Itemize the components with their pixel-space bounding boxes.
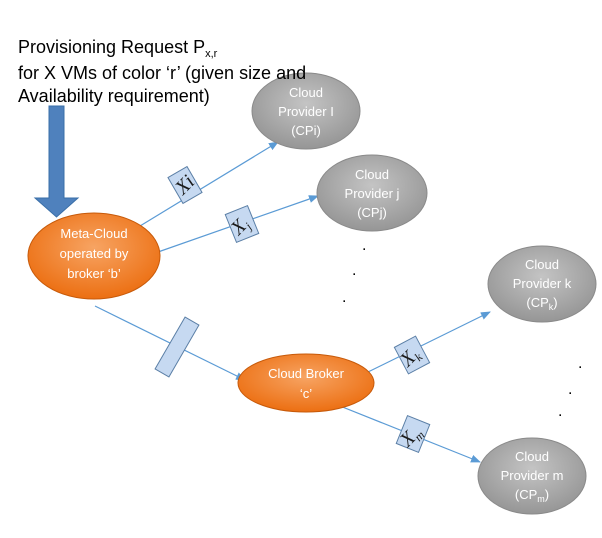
provider-j-line1: Cloud [355, 167, 389, 182]
ellipsis-dot: . [362, 237, 366, 254]
provider-i-node: Cloud Provider I (CPi) [251, 72, 361, 150]
provider-i-line2: Provider I [278, 104, 334, 119]
meta-cloud-line3: broker ‘b’ [67, 266, 121, 281]
arrow-to-provider-k [367, 311, 491, 373]
meta-cloud-line1: Meta-Cloud [60, 226, 127, 241]
label-box-xk [393, 335, 431, 375]
provisioning-request-text: Provisioning Request Px,r for X VMs of c… [18, 36, 306, 108]
provider-k-line3: (CPk) [526, 295, 557, 312]
provider-m-line2: Provider m [501, 468, 564, 483]
label-box-xm [395, 414, 431, 454]
provider-i-line1: Cloud [289, 85, 323, 100]
meta-cloud-node: Meta-Cloud operated by broker ‘b’ [27, 212, 161, 300]
provider-m-line1: Cloud [515, 449, 549, 464]
request-subscript: x,r [205, 48, 218, 60]
label-box-broker-link [154, 316, 200, 378]
provider-j-node: Cloud Provider j (CPj) [316, 154, 428, 232]
request-line2: for X VMs of color ‘r’ (given size and [18, 63, 307, 83]
ellipsis-dot: . [558, 403, 562, 420]
meta-cloud-line2: operated by [60, 246, 129, 261]
label-box-xj [224, 204, 260, 244]
provider-i-line3: (CPi) [291, 123, 321, 138]
provider-k-node: Cloud Provider k (CPk) [487, 245, 597, 323]
ellipsis-dot: . [352, 262, 356, 279]
provider-k-line1: Cloud [525, 257, 559, 272]
request-down-arrow [33, 105, 80, 218]
request-line3: Availability requirement) [18, 86, 210, 106]
provider-m-node: Cloud Provider m (CPm) [477, 437, 587, 515]
cloud-broker-line2: ‘c’ [300, 386, 312, 401]
provider-k-line2: Provider k [513, 276, 572, 291]
ellipsis-dot: . [342, 289, 346, 306]
ellipsis-dot: . [568, 381, 572, 398]
label-box-xi [167, 165, 203, 205]
ellipsis-dot: . [578, 355, 582, 372]
provider-m-line3: (CPm) [515, 487, 549, 504]
provider-j-line3: (CPj) [357, 205, 387, 220]
cloud-broker-node: Cloud Broker ‘c’ [237, 353, 375, 413]
request-line1: Provisioning Request Px,r [18, 37, 218, 60]
provider-j-line2: Provider j [345, 186, 400, 201]
cloud-broker-line1: Cloud Broker [268, 366, 345, 381]
arrow-to-provider-i [139, 141, 279, 227]
